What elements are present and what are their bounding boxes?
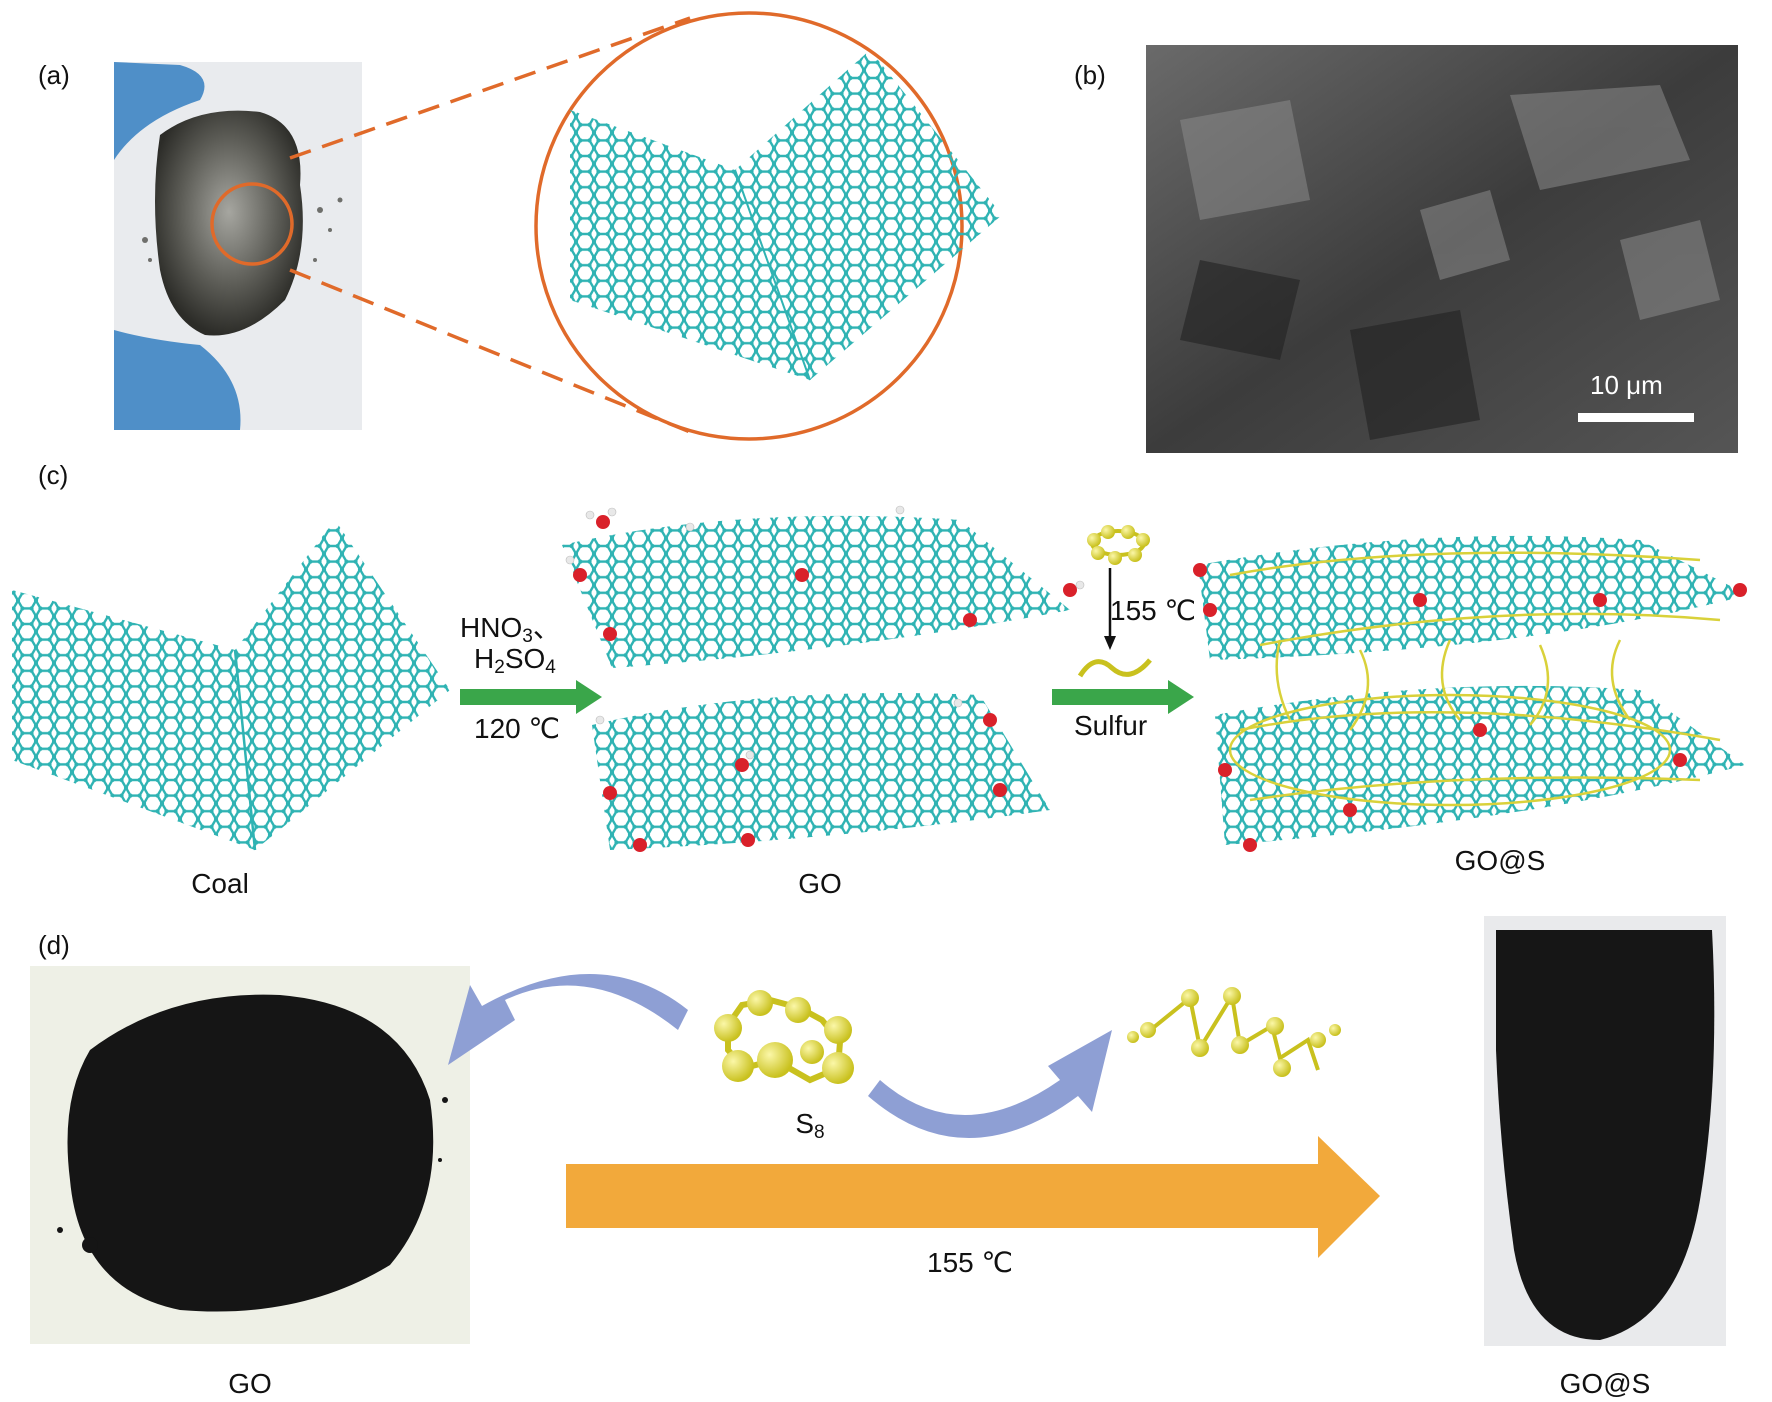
coal-photo <box>114 62 362 430</box>
s8-label: S8 <box>795 1108 825 1143</box>
go-label-d: GO <box>228 1368 272 1399</box>
coal-label: Coal <box>191 868 249 899</box>
coal-fold-line <box>233 649 257 851</box>
temp-155-d: 155 ℃ <box>927 1247 1013 1278</box>
temp-120: 120 ℃ <box>474 713 560 744</box>
go-sheets <box>562 505 1085 852</box>
sulfur-label: Sulfur <box>1074 710 1148 741</box>
zoom-line-bottom <box>289 268 691 434</box>
s8-ring-large <box>714 990 854 1084</box>
panel-label-b: (b) <box>1074 60 1106 90</box>
gos-label-d: GO@S <box>1559 1368 1651 1399</box>
panel-label-c: (c) <box>38 460 69 490</box>
panel-label-a: (a) <box>38 60 70 90</box>
zoom-line-top <box>289 16 691 160</box>
panel-label-d: (d) <box>38 930 70 960</box>
reagent-hno3: HNO3、 <box>460 612 561 647</box>
blue-arrow-right <box>868 1030 1112 1138</box>
scale-bar-label: 10 μm <box>1590 370 1663 400</box>
s8-ring-small <box>1087 525 1150 565</box>
graphene-zoom <box>534 11 1002 441</box>
arrow-coal-to-go <box>460 680 602 714</box>
sulfur-chain-icon <box>1077 658 1152 678</box>
coal-graphene-sheet <box>12 520 450 850</box>
gos-label-c: GO@S <box>1454 845 1546 876</box>
go-powder-photo <box>30 966 470 1344</box>
orange-process-arrow <box>566 1136 1380 1258</box>
gos-structure <box>1193 535 1748 852</box>
gos-film-photo <box>1484 916 1726 1346</box>
reagent-h2so4: H2SO4 <box>474 643 556 678</box>
heating-arrow-head <box>1104 636 1116 650</box>
temp-155-c: 155 ℃ <box>1110 595 1196 626</box>
blue-arrow-left <box>448 973 688 1065</box>
go-label-c: GO <box>798 868 842 899</box>
sem-image <box>1146 45 1738 453</box>
arrow-go-to-gos <box>1052 680 1194 714</box>
sulfur-chain-large <box>1127 987 1341 1077</box>
scale-bar <box>1578 413 1694 422</box>
